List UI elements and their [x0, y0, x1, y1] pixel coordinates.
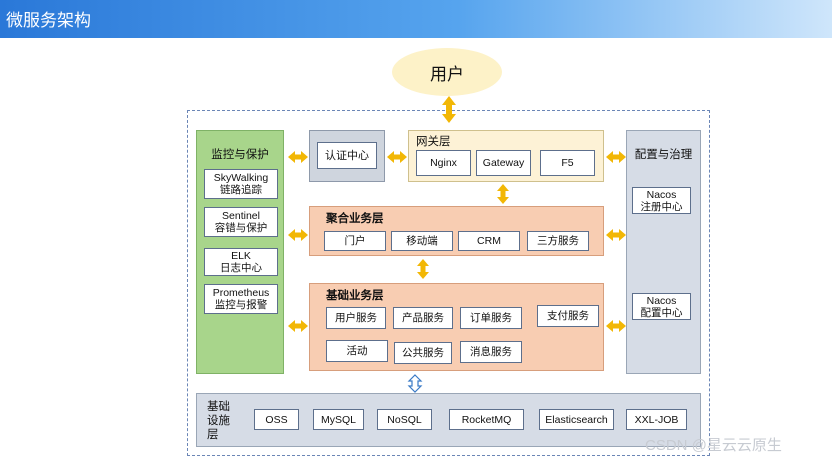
message-service-box: 消息服务 — [460, 341, 522, 363]
payment-service-box: 支付服务 — [537, 305, 599, 327]
third-party-box: 三方服务 — [527, 231, 589, 251]
arrow-gateway-config — [606, 151, 626, 163]
crm-box: CRM — [458, 231, 520, 251]
skywalking-name: SkyWalking — [213, 172, 269, 184]
gateway-layer: 网关层 Nginx Gateway F5 — [408, 130, 604, 182]
arrow-monitoring-auth — [288, 151, 308, 163]
payment-service-label: 支付服务 — [547, 310, 589, 322]
infrastructure-title-line: 设施 — [207, 415, 230, 427]
arrow-monitoring-aggregation — [288, 229, 308, 241]
crm-label: CRM — [477, 235, 501, 247]
arrow-aggregation-config — [606, 229, 626, 241]
nosql-label: NoSQL — [387, 413, 422, 426]
third-party-label: 三方服务 — [537, 235, 579, 247]
user-service-box: 用户服务 — [326, 307, 386, 329]
prometheus-name: Prometheus — [212, 287, 270, 299]
oss-label: OSS — [265, 413, 288, 426]
arrow-monitoring-basic — [288, 320, 308, 332]
mysql-label: MySQL — [320, 413, 356, 426]
auth-center-box: 认证中心 — [317, 142, 377, 169]
xxl-job-box: XXL-JOB — [626, 409, 687, 430]
product-service-label: 产品服务 — [402, 312, 444, 324]
nacos-registry-name: Nacos — [646, 188, 677, 201]
config-title: 配置与治理 — [634, 149, 693, 161]
nginx-box: Nginx — [416, 150, 471, 176]
portal-label: 门户 — [344, 235, 366, 247]
auth-panel: 认证中心 — [309, 130, 385, 182]
user-node: 用户 — [392, 48, 502, 96]
user-service-label: 用户服务 — [335, 312, 377, 324]
elasticsearch-box: Elasticsearch — [539, 409, 614, 430]
oss-box: OSS — [254, 409, 299, 430]
rocketmq-box: RocketMQ — [449, 409, 524, 430]
infrastructure-title-line: 基础 — [207, 401, 230, 413]
mobile-box: 移动端 — [391, 231, 453, 251]
sentinel-desc: 容错与保护 — [214, 222, 268, 234]
infrastructure-title: 基础 设施 层 — [207, 400, 230, 442]
auth-center-label: 认证中心 — [325, 149, 369, 162]
arrow-gateway-aggregation — [497, 184, 509, 204]
portal-box: 门户 — [324, 231, 386, 251]
infrastructure-title-line: 层 — [207, 429, 219, 441]
order-service-box: 订单服务 — [460, 307, 522, 329]
xxl-job-label: XXL-JOB — [634, 413, 679, 426]
monitoring-title: 监控与保护 — [211, 149, 269, 161]
mobile-label: 移动端 — [406, 235, 438, 247]
arrow-aggregation-basic — [417, 259, 429, 279]
mysql-box: MySQL — [313, 409, 364, 430]
page-title: 微服务架构 — [6, 11, 91, 30]
common-service-box: 公共服务 — [394, 342, 452, 364]
user-label: 用户 — [430, 64, 464, 84]
nginx-label: Nginx — [430, 157, 457, 169]
common-service-label: 公共服务 — [402, 347, 444, 359]
gateway-label: Gateway — [482, 157, 525, 169]
aggregation-title: 聚合业务层 — [326, 213, 384, 225]
arrow-auth-gateway — [387, 151, 407, 163]
gateway-title: 网关层 — [416, 136, 451, 148]
nacos-registry-desc: 注册中心 — [640, 200, 683, 213]
product-service-box: 产品服务 — [393, 307, 453, 329]
watermark: CSDN @星云云原生 — [645, 437, 782, 454]
skywalking-desc: 链路追踪 — [220, 184, 262, 196]
activity-box: 活动 — [326, 340, 388, 362]
f5-box: F5 — [540, 150, 595, 176]
arrow-basic-config — [606, 320, 626, 332]
elasticsearch-label: Elasticsearch — [545, 413, 608, 426]
nacos-config-desc: 配置中心 — [640, 306, 683, 319]
elk-desc: 日志中心 — [220, 262, 262, 274]
arrow-basic-infrastructure — [407, 374, 423, 393]
sentinel-name: Sentinel — [222, 210, 260, 222]
header-bar: 微服务架构 — [0, 0, 832, 38]
f5-label: F5 — [561, 157, 574, 169]
infrastructure-layer: 基础 设施 层 OSS MySQL NoSQL RocketMQ Elastic… — [196, 393, 701, 447]
rocketmq-label: RocketMQ — [461, 413, 512, 426]
gateway-box: Gateway — [476, 150, 531, 176]
elk-name: ELK — [231, 250, 251, 262]
aggregation-layer: 聚合业务层 门户 移动端 CRM 三方服务 — [309, 206, 604, 256]
arrow-user-gateway — [442, 96, 456, 123]
nacos-config-name: Nacos — [646, 294, 677, 307]
prometheus-desc: 监控与报警 — [214, 299, 268, 311]
activity-label: 活动 — [346, 345, 368, 357]
message-service-label: 消息服务 — [470, 346, 512, 358]
basic-layer: 基础业务层 用户服务 产品服务 订单服务 支付服务 活动 公共服务 消息服务 — [309, 283, 604, 371]
nosql-box: NoSQL — [377, 409, 432, 430]
order-service-label: 订单服务 — [470, 312, 512, 324]
basic-title: 基础业务层 — [326, 290, 384, 302]
